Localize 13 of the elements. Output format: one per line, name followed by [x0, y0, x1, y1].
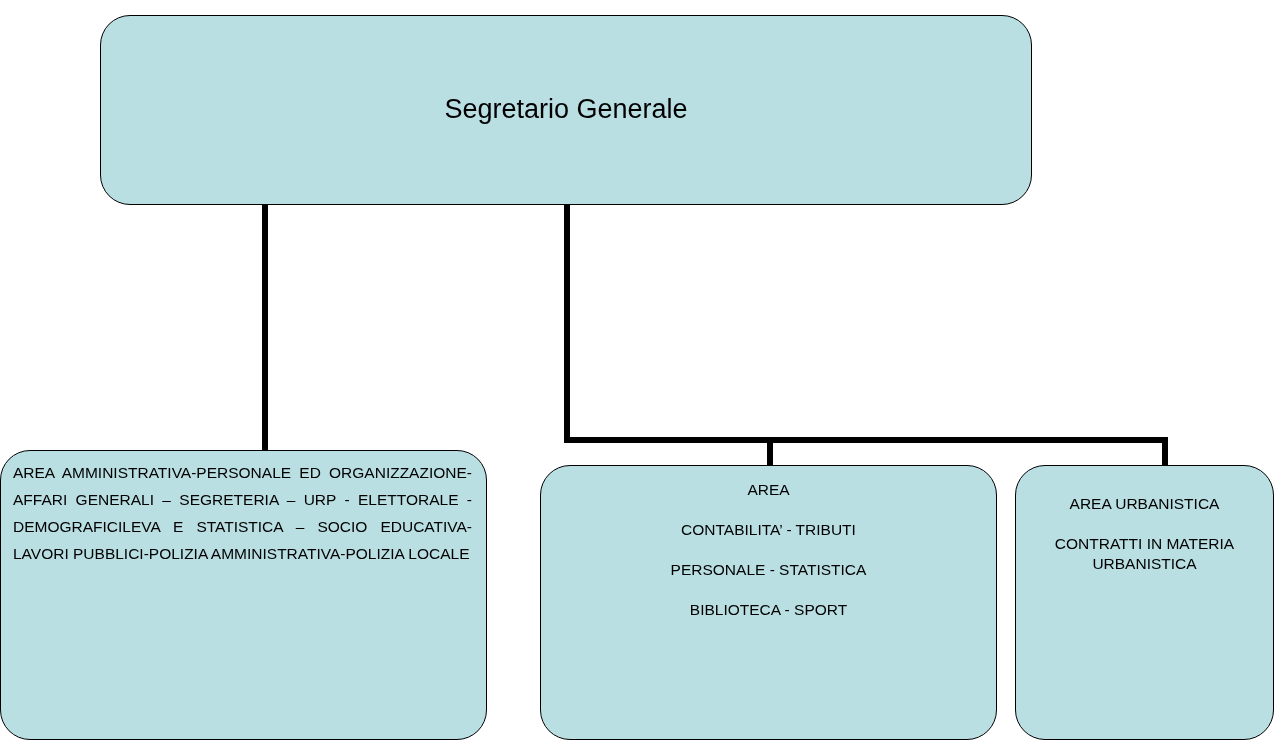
node-text: CONTRATTI IN MATERIA URBANISTICA: [1053, 534, 1236, 575]
node-text: AREA AMMINISTRATIVA-PERSONALE ED ORGANIZZAZIONE-AFFARI GENERALI – SEGRETERIA – URP - ELETTORALE - DEMOGRAFICILEVA E STATISTICA – SOCIO EDUCATIVA-LAVORI PUBBLICI-POLIZIA AMMINISTRATIVA-POLIZIA LOCALE: [13, 463, 472, 565]
area-box: [0, 450, 487, 740]
org-box: [100, 15, 1032, 205]
node-text: PERSONALE - STATISTICA: [669, 560, 868, 581]
node-text: AREA: [746, 480, 791, 500]
node-text: BIBLIOTECA - SPORT: [688, 600, 849, 621]
node-title: Segretario Generale: [443, 93, 689, 127]
area-box: [540, 465, 997, 740]
node-text: AREA URBANISTICA: [1068, 494, 1221, 514]
connector-line: [262, 205, 268, 450]
area-box: [1015, 465, 1274, 740]
node-text: CONTABILITA’ - TRIBUTI: [680, 520, 857, 541]
